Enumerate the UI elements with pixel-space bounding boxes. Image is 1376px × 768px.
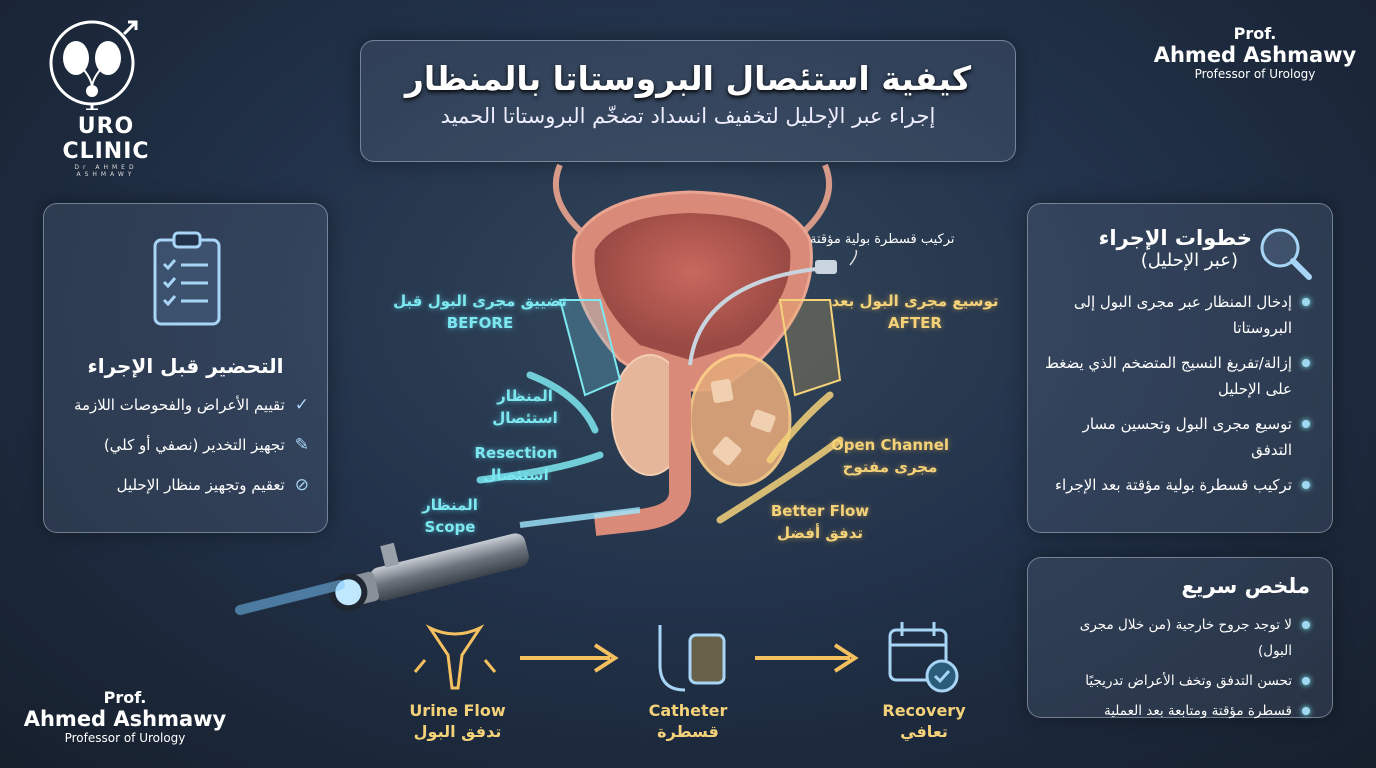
scope-resection-label: المنظار استئصال bbox=[480, 385, 570, 429]
summary-text: قسطرة مؤقتة ومتابعة بعد العملية bbox=[1104, 703, 1292, 719]
better-flow-ar: تدفق أفضل bbox=[777, 524, 863, 542]
sterile-icon: ⊘ bbox=[294, 475, 309, 495]
clipboard-checklist-icon bbox=[153, 231, 221, 326]
author-prefix: Prof. bbox=[1233, 24, 1277, 43]
step-item: إدخال المنظار عبر مجرى البول إلى البروست… bbox=[1042, 289, 1310, 341]
summary-item: لا توجد جروح خارجية (من خلال مجرى البول) bbox=[1042, 612, 1310, 664]
before-label: تضييق مجرى البول قبل BEFORE bbox=[380, 290, 580, 334]
prep-item: ✓ تقييم الأعراض والفحوصات اللازمة bbox=[62, 392, 309, 418]
before-label-en: BEFORE bbox=[446, 314, 514, 332]
resection-label: Resection استئصال bbox=[466, 442, 566, 486]
ureter-right bbox=[798, 163, 833, 238]
flow-arrow-right-2 bbox=[755, 643, 859, 673]
title-banner: كيفية استئصال البروستاتا بالمنظار إجراء … bbox=[360, 40, 1016, 162]
flow-step-en: Catheter bbox=[648, 701, 728, 720]
prep-card: التحضير قبل الإجراء ✓ تقييم الأعراض والفح… bbox=[43, 203, 328, 533]
catheter-tube bbox=[688, 266, 826, 366]
flow-step-en: Recovery bbox=[882, 701, 966, 720]
steps-card: خطوات الإجراء (عبر الإحليل) إدخال المنظا… bbox=[1027, 203, 1333, 533]
step-text: توسيع مجرى البول وتحسين مسار التدفق bbox=[1082, 415, 1292, 459]
step-item: توسيع مجرى البول وتحسين مسار التدفق bbox=[1042, 411, 1310, 463]
summary-card: ملخص سريع لا توجد جروح خارجية (من خلال م… bbox=[1027, 557, 1333, 719]
author-role: Professor of Urology bbox=[1194, 67, 1316, 81]
author-name: Ahmed Ashmawy bbox=[23, 707, 227, 731]
resection-ar: استئصال bbox=[483, 466, 549, 484]
before-label-ar: تضييق مجرى البول قبل bbox=[393, 292, 567, 310]
steps-subtitle: (عبر الإحليل) bbox=[1140, 250, 1238, 271]
summary-text: لا توجد جروح خارجية (من خلال مجرى البول) bbox=[1079, 617, 1292, 659]
flow-arrow-1 bbox=[766, 391, 834, 464]
open-channel-label: Open Channel مجرى مفتوح bbox=[825, 434, 955, 478]
scope-resection-ar2: استئصال bbox=[492, 409, 558, 427]
steps-title: خطوات الإجراء bbox=[1098, 226, 1252, 250]
prep-item: ⊘ تعقيم وتجهيز منظار الإحليل bbox=[62, 472, 309, 498]
urethra bbox=[593, 360, 691, 536]
better-flow-en: Better Flow bbox=[770, 502, 870, 520]
open-channel-en: Open Channel bbox=[830, 436, 950, 454]
author-role: Professor of Urology bbox=[64, 731, 186, 745]
author-name: Ahmed Ashmawy bbox=[1153, 43, 1357, 67]
summary-text: تحسن التدفق وتخف الأعراض تدريجيًا bbox=[1085, 673, 1292, 689]
prep-title: التحضير قبل الإجراء bbox=[87, 354, 284, 378]
page-subtitle: إجراء عبر الإحليل لتخفيف انسداد تضخّم ال… bbox=[440, 104, 936, 128]
flow-step-ar: تعافي bbox=[900, 722, 948, 741]
step-text: إزالة/تفريغ النسيج المتضخم الذي يضغط على… bbox=[1045, 354, 1292, 398]
syringe-icon: ✎ bbox=[294, 435, 309, 455]
flow-step-urine: Urine Flow تدفق البول bbox=[395, 700, 520, 742]
flow-step-ar: تدفق البول bbox=[413, 722, 502, 741]
ureter-left bbox=[552, 163, 587, 238]
after-label-ar: توسيع مجرى البول بعد bbox=[831, 292, 999, 310]
prep-item-text: تجهيز التخدير (نصفي أو كلي) bbox=[103, 436, 285, 454]
summary-item: تحسن التدفق وتخف الأعراض تدريجيًا bbox=[1042, 668, 1310, 694]
step-text: إدخال المنظار عبر مجرى البول إلى البروست… bbox=[1073, 293, 1292, 337]
calendar-check-icon bbox=[888, 622, 959, 693]
flow-step-recovery: Recovery تعافي bbox=[864, 700, 984, 742]
scope-light-beam bbox=[235, 580, 345, 615]
check-circle-icon: ✓ bbox=[294, 395, 309, 415]
page-title: كيفية استئصال البروستاتا بالمنظار bbox=[404, 59, 972, 98]
resection-arrow-1 bbox=[526, 371, 599, 434]
prep-item-text: تعقيم وتجهيز منظار الإحليل bbox=[116, 476, 285, 494]
flow-step-en: Urine Flow bbox=[409, 701, 506, 720]
magnifier-icon bbox=[1260, 228, 1312, 280]
scope-label: المنظار Scope bbox=[410, 494, 490, 538]
author-bottom: Prof. Ahmed Ashmawy Professor of Urology bbox=[10, 688, 240, 745]
scope-ar: المنظار bbox=[422, 496, 478, 514]
after-label: توسيع مجرى البول بعد AFTER bbox=[815, 290, 1015, 334]
flow-arrow-right-1 bbox=[520, 643, 619, 673]
flow-step-catheter: Catheter قسطرة bbox=[628, 700, 748, 742]
logo-subtitle: Dr AHMED ASHMAWY bbox=[74, 164, 138, 178]
author-prefix: Prof. bbox=[103, 688, 147, 707]
after-label-en: AFTER bbox=[888, 314, 942, 332]
catheter-bag-icon bbox=[658, 625, 726, 692]
resection-en: Resection bbox=[474, 444, 558, 462]
flow-arrow-2 bbox=[716, 436, 844, 524]
clinic-logo: URO CLINIC Dr AHMED ASHMAWY bbox=[44, 18, 168, 178]
scope-beam bbox=[519, 507, 641, 528]
author-top: Prof. Ahmed Ashmawy Professor of Urology bbox=[1140, 24, 1370, 81]
prep-item-text: تقييم الأعراض والفحوصات اللازمة bbox=[73, 396, 285, 414]
step-text: تركيب قسطرة بولية مؤقتة بعد الإجراء bbox=[1054, 476, 1292, 494]
resection-arrow-2 bbox=[476, 451, 604, 484]
catheter-label: تركيب قسطرة بولية مؤقتة bbox=[810, 232, 955, 247]
prep-item: ✎ تجهيز التخدير (نصفي أو كلي) bbox=[62, 432, 309, 458]
urinary-tract-icon bbox=[413, 624, 497, 690]
logo-name: URO CLINIC bbox=[62, 114, 150, 164]
open-channel-ar: مجرى مفتوح bbox=[842, 458, 938, 476]
summary-title: ملخص سريع bbox=[1181, 574, 1310, 598]
better-flow-label: Better Flow تدفق أفضل bbox=[760, 500, 880, 544]
step-item: إزالة/تفريغ النسيج المتضخم الذي يضغط على… bbox=[1042, 350, 1310, 402]
scope-resection-ar1: المنظار bbox=[497, 387, 553, 405]
summary-item: قسطرة مؤقتة ومتابعة بعد العملية bbox=[1042, 698, 1310, 724]
flow-step-ar: قسطرة bbox=[657, 722, 719, 741]
scope-en: Scope bbox=[424, 518, 476, 536]
step-item: تركيب قسطرة بولية مؤقتة بعد الإجراء bbox=[1042, 472, 1310, 498]
